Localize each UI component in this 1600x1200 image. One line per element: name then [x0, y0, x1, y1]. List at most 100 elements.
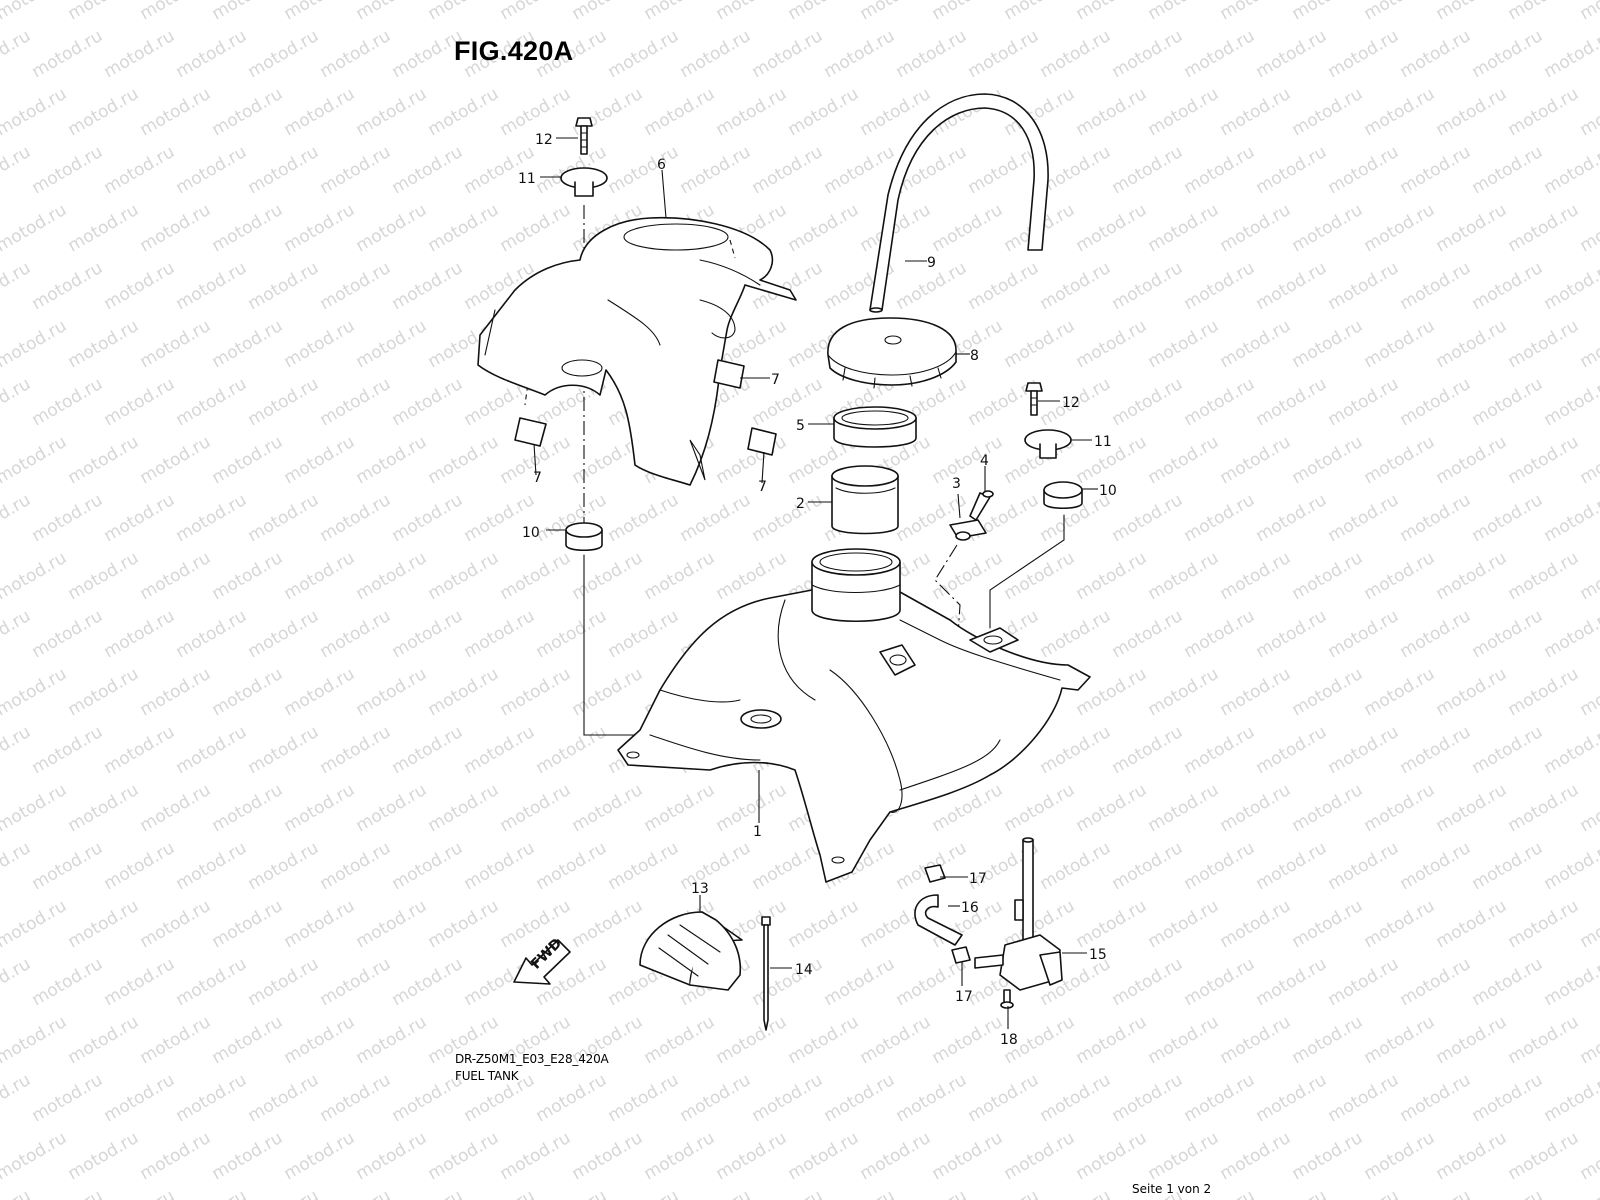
watermark-text: motod.ru — [1289, 1012, 1367, 1068]
watermark-text: motod.ru — [0, 200, 70, 256]
bolt-right-part — [1025, 382, 1043, 416]
watermark-text: motod.ru — [1505, 664, 1583, 720]
watermark-text: motod.ru — [29, 722, 107, 778]
watermark-text: motod.ru — [317, 1070, 395, 1126]
fuel-hose-part — [914, 894, 963, 946]
watermark-text: motod.ru — [821, 1186, 899, 1200]
watermark-text: motod.ru — [749, 838, 827, 894]
watermark-text: motod.ru — [0, 490, 34, 546]
watermark-text: motod.ru — [65, 896, 143, 952]
watermark-text: motod.ru — [1325, 142, 1403, 198]
watermark-text: motod.ru — [641, 548, 719, 604]
watermark-text: motod.ru — [1001, 0, 1079, 24]
clamp-part — [949, 519, 987, 541]
watermark-text: motod.ru — [353, 1012, 431, 1068]
watermark-text: motod.ru — [1145, 896, 1223, 952]
watermark-text: motod.ru — [1577, 200, 1600, 256]
watermark-text: motod.ru — [1253, 838, 1331, 894]
watermark-text: motod.ru — [785, 1012, 863, 1068]
watermark-text: motod.ru — [857, 0, 935, 24]
watermark-text: motod.ru — [0, 1070, 34, 1126]
watermark-text: motod.ru — [1109, 26, 1187, 82]
watermark-text: motod.ru — [0, 26, 34, 82]
watermark-text: motod.ru — [389, 374, 467, 430]
watermark-text: motod.ru — [1433, 432, 1511, 488]
callout-17: 17 — [969, 871, 987, 887]
watermark-text: motod.ru — [1541, 954, 1600, 1010]
watermark-text: motod.ru — [317, 490, 395, 546]
callout-13: 13 — [691, 881, 709, 897]
watermark-text: motod.ru — [533, 838, 611, 894]
watermark-text: motod.ru — [1289, 664, 1367, 720]
bolt-left-part — [575, 117, 593, 155]
watermark-text: motod.ru — [1397, 838, 1475, 894]
watermark-text: motod.ru — [1073, 316, 1151, 372]
watermark-text: motod.ru — [1037, 722, 1115, 778]
watermark-text: motod.ru — [29, 142, 107, 198]
watermark-text: motod.ru — [857, 1128, 935, 1184]
watermark-text: motod.ru — [1577, 1128, 1600, 1184]
grommet-right-part — [1043, 481, 1083, 510]
watermark-text: motod.ru — [677, 1186, 755, 1200]
watermark-text: motod.ru — [497, 1128, 575, 1184]
callout-1: 1 — [753, 824, 762, 840]
watermark-text: motod.ru — [569, 896, 647, 952]
watermark-text: motod.ru — [173, 722, 251, 778]
watermark-text: motod.ru — [929, 432, 1007, 488]
watermark-text: motod.ru — [1073, 0, 1151, 24]
watermark-text: motod.ru — [641, 1012, 719, 1068]
watermark-text: motod.ru — [281, 548, 359, 604]
watermark-text: motod.ru — [1037, 1070, 1115, 1126]
watermark-text: motod.ru — [929, 548, 1007, 604]
watermark-text: motod.ru — [1433, 316, 1511, 372]
watermark-text: motod.ru — [821, 26, 899, 82]
watermark-text: motod.ru — [1469, 374, 1547, 430]
watermark-text: motod.ru — [245, 1070, 323, 1126]
watermark-text: motod.ru — [1325, 954, 1403, 1010]
watermark-text: motod.ru — [425, 0, 503, 24]
watermark-text: motod.ru — [1433, 896, 1511, 952]
hose-clip-part — [924, 864, 946, 883]
watermark-text: motod.ru — [1397, 26, 1475, 82]
watermark-text: motod.ru — [1325, 838, 1403, 894]
watermark-text: motod.ru — [1289, 432, 1367, 488]
watermark-text: motod.ru — [65, 1012, 143, 1068]
watermark-text: motod.ru — [101, 954, 179, 1010]
watermark-text: motod.ru — [1469, 142, 1547, 198]
watermark-text: motod.ru — [713, 780, 791, 836]
watermark-text: motod.ru — [1505, 432, 1583, 488]
watermark-text: motod.ru — [209, 1128, 287, 1184]
watermark-text: motod.ru — [1109, 374, 1187, 430]
watermark-text: motod.ru — [137, 0, 215, 24]
watermark-text: motod.ru — [425, 548, 503, 604]
watermark-text: motod.ru — [1109, 606, 1187, 662]
watermark-text: motod.ru — [65, 780, 143, 836]
watermark-text: motod.ru — [1469, 606, 1547, 662]
watermark-text: motod.ru — [569, 1128, 647, 1184]
watermark-text: motod.ru — [1145, 548, 1223, 604]
watermark-text: motod.ru — [1289, 316, 1367, 372]
watermark-text: motod.ru — [1325, 606, 1403, 662]
watermark-text: motod.ru — [1181, 606, 1259, 662]
watermark-text: motod.ru — [137, 664, 215, 720]
watermark-text: motod.ru — [0, 954, 34, 1010]
watermark-text: motod.ru — [641, 0, 719, 24]
watermark-text: motod.ru — [569, 84, 647, 140]
callout-11: 11 — [518, 171, 536, 187]
watermark-text: motod.ru — [1253, 1070, 1331, 1126]
watermark-text: motod.ru — [0, 1128, 70, 1184]
watermark-text: motod.ru — [1145, 432, 1223, 488]
watermark-text: motod.ru — [1469, 838, 1547, 894]
watermark-text: motod.ru — [1217, 548, 1295, 604]
watermark-text: motod.ru — [1073, 1012, 1151, 1068]
watermark-text: motod.ru — [1577, 0, 1600, 24]
watermark-text: motod.ru — [317, 954, 395, 1010]
watermark-text: motod.ru — [137, 1012, 215, 1068]
watermark-text: motod.ru — [461, 722, 539, 778]
watermark-text: motod.ru — [209, 84, 287, 140]
watermark-text: motod.ru — [785, 896, 863, 952]
watermark-text: motod.ru — [749, 374, 827, 430]
watermark-text: motod.ru — [1469, 1186, 1547, 1200]
watermark-text: motod.ru — [173, 490, 251, 546]
watermark-text: motod.ru — [1469, 1070, 1547, 1126]
